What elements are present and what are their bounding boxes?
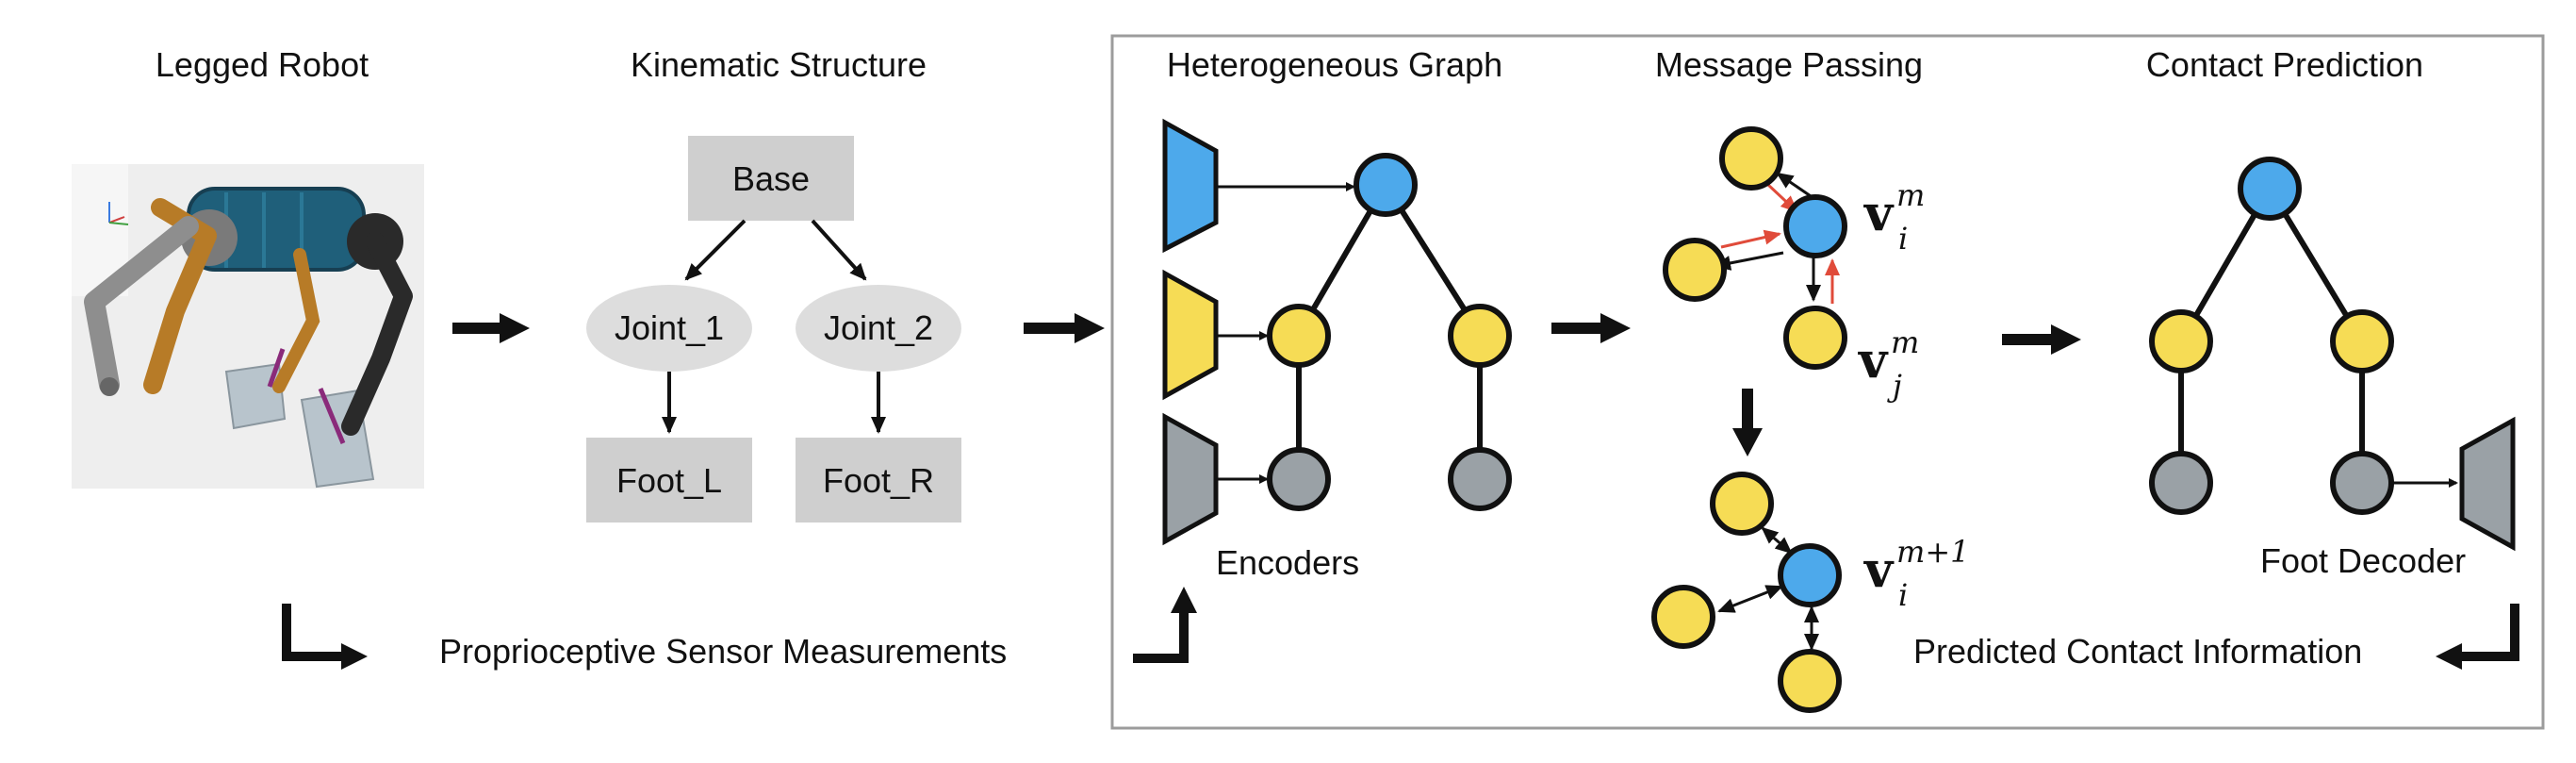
graph-foot-node-2 <box>1448 447 1512 511</box>
graph-joint-node-2 <box>1448 304 1512 368</box>
axes-icon <box>108 202 129 225</box>
foot-r-label: Foot_R <box>822 461 935 500</box>
base-box <box>688 136 854 221</box>
foot-decoder-label: Foot Decoder <box>2260 541 2467 580</box>
mp-neighbor-node-1 <box>1719 126 1783 191</box>
edge-base-joint1 <box>684 219 747 281</box>
foot-decoder-shape <box>2459 416 2516 552</box>
arrow-kinematic-to-graph <box>1024 313 1105 343</box>
mp-base-node <box>1783 194 1847 258</box>
joint-2-label: Joint_2 <box>823 308 934 347</box>
title-heterogeneous-graph: Heterogeneous Graph <box>1166 45 1503 84</box>
mp2-base-node <box>1778 543 1842 607</box>
graph-joint-node-1 <box>1267 304 1331 368</box>
mp-neighbor-node-2 <box>1663 238 1727 302</box>
arrow-message-down <box>1732 389 1763 456</box>
foot-r-box <box>796 438 961 522</box>
title-legged-robot: Legged Robot <box>155 45 369 84</box>
title-kinematic-structure: Kinematic Structure <box>630 45 927 84</box>
arrow-decoder-to-prediction <box>2436 604 2519 670</box>
arrow-robot-to-kinematic <box>452 313 530 343</box>
cp-foot-node-1 <box>2149 451 2213 515</box>
title-contact-prediction: Contact Prediction <box>2145 45 2424 84</box>
sensor-measurements-label: Proprioceptive Sensor Measurements <box>439 632 1008 671</box>
base-label: Base <box>731 159 811 198</box>
joint-encoder <box>1162 269 1219 401</box>
title-message-passing: Message Passing <box>1654 45 1924 84</box>
robot-image <box>72 164 424 489</box>
cp-base-node <box>2238 157 2302 221</box>
mp-neighbor-node-3 <box>1783 306 1847 370</box>
arrow-sensor-to-encoder <box>1133 587 1197 663</box>
mp2-neighbor-node-2 <box>1651 585 1715 649</box>
foot-encoder <box>1162 412 1219 546</box>
joint-1-label: Joint_1 <box>614 308 725 347</box>
mp2-neighbor-node-1 <box>1710 472 1774 536</box>
arrow-graph-to-message <box>1551 313 1631 343</box>
graph-base-node <box>1354 153 1418 217</box>
foot-l-box <box>586 438 752 522</box>
mp2-neighbor-node-3 <box>1778 649 1842 713</box>
arrow-message-to-contact <box>2002 324 2081 355</box>
graph-panel-border <box>1110 34 2545 730</box>
foot-l-label: Foot_L <box>615 461 723 500</box>
joint-2-ellipse <box>796 285 961 372</box>
graph-foot-node-1 <box>1267 447 1331 511</box>
cp-joint-node-2 <box>2330 309 2394 373</box>
arrow-sensor-left <box>282 604 368 670</box>
encoders-label: Encoders <box>1216 543 1360 582</box>
base-encoder <box>1162 118 1219 254</box>
cp-foot-node-2 <box>2330 451 2394 515</box>
predicted-contact-label: Predicted Contact Information <box>1913 632 2363 671</box>
edge-base-joint2 <box>811 219 867 281</box>
joint-1-ellipse <box>586 285 752 372</box>
cp-joint-node-1 <box>2149 309 2213 373</box>
